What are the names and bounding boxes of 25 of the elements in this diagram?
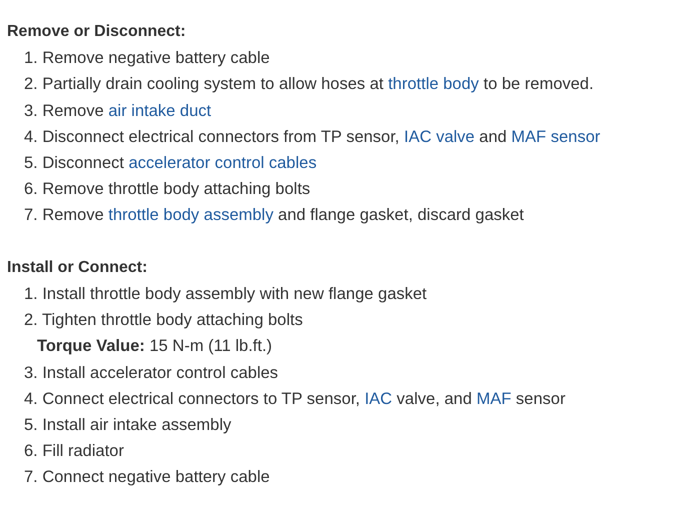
link: MAF sensor [511,128,600,146]
step-text: 5. Disconnect accelerator control cables [24,153,317,173]
link: IAC valve [404,128,475,146]
torque-note: Torque Value: 15 N-m (11 lb.ft.) [37,336,272,356]
section-heading: Install or Connect: [7,258,148,278]
step-text: 6. Remove throttle body attaching bolts [24,179,310,200]
step-text: 7. Connect negative battery cable [24,467,270,488]
step-text: 4. Disconnect electrical connectors from TP sensor, IAC valve and MAF sensor [24,126,600,147]
section-heading: Remove or Disconnect: [7,22,186,42]
step-text: 3. Remove air intake duct [24,100,212,121]
step-text: 7. Remove throttle body assembly and flange gasket, discard gasket [24,205,524,226]
step-text: 6. Fill radiator [24,441,124,462]
step-text: 1. Remove negative battery cable [24,48,270,68]
link: throttle body [388,75,479,94]
step-text: 2. Tighten throttle body attaching bolts [24,310,303,330]
link: throttle body assembly [108,206,274,224]
link: air intake duct [108,102,212,120]
step-text: 3. Install accelerator control cables [24,362,278,383]
link: IAC [364,390,392,408]
step-text: 2. Partially drain cooling system to allow hoses at throttle body to be removed. [24,74,594,94]
step-text: 4. Connect electrical connectors to TP sensor, IAC valve, and MAF sensor [24,388,566,409]
step-text: 5. Install air intake assembly [24,415,232,435]
step-text: 1. Install throttle body assembly with new flange gasket [24,284,427,304]
link: MAF [476,390,512,408]
link: accelerator control cables [128,154,317,172]
